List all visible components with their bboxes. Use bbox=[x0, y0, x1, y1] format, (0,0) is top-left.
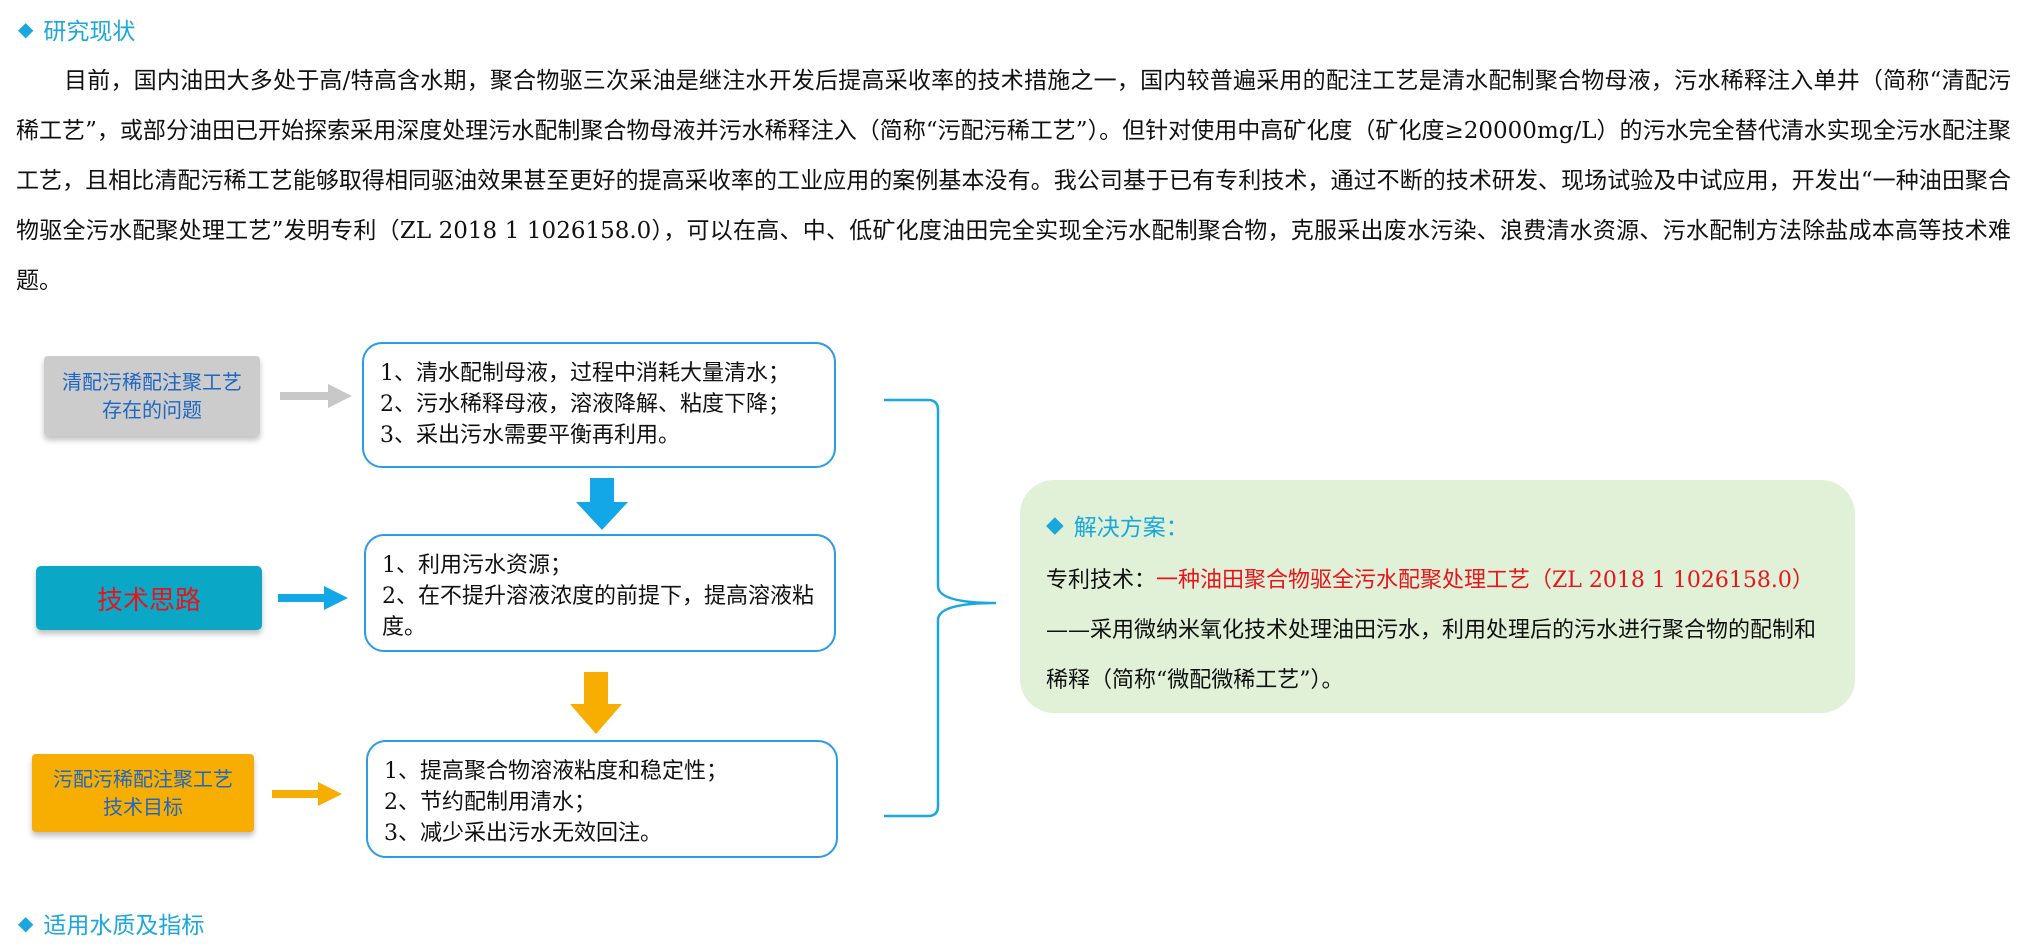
section-heading-water-quality: ◆ 适用水质及指标 bbox=[18, 906, 204, 940]
arrow-right-icon bbox=[280, 384, 352, 408]
problem-label: 清配污稀配注聚工艺 存在的问题 bbox=[44, 356, 260, 436]
solution-title-text: 解决方案： bbox=[1073, 515, 1189, 541]
goal-item: 2、节约配制用清水； bbox=[384, 790, 596, 815]
solution-panel: ◆ 解决方案： 专利技术：一种油田聚合物驱全污水配聚处理工艺（ZL 2018 1… bbox=[1020, 480, 1855, 713]
intro-paragraph: 目前，国内油田大多处于高/特高含水期，聚合物驱三次采油是继注水开发后提高采收率的… bbox=[16, 68, 2011, 294]
section-title: 适用水质及指标 bbox=[43, 913, 205, 939]
right-brace bbox=[884, 398, 997, 818]
goal-label-line-1: 污配污稀配注聚工艺 bbox=[53, 767, 233, 791]
goal-box: 1、提高聚合物溶液粘度和稳定性； 2、节约配制用清水； 3、减少采出污水无效回注… bbox=[366, 740, 838, 858]
diamond-icon: ◆ bbox=[1046, 512, 1064, 538]
problem-label-line-1: 清配污稀配注聚工艺 bbox=[62, 370, 242, 394]
goal-label: 污配污稀配注聚工艺 技术目标 bbox=[32, 754, 254, 832]
patent-line: 专利技术：一种油田聚合物驱全污水配聚处理工艺（ZL 2018 1 1026158… bbox=[1046, 556, 1829, 606]
diamond-icon: ◆ bbox=[18, 17, 34, 41]
problem-item: 2、污水稀释母液，溶液降解、粘度下降； bbox=[380, 392, 790, 417]
idea-item: 2、在不提升溶液浓度的前提下，提高溶液粘度。 bbox=[382, 584, 814, 640]
idea-box: 1、利用污水资源； 2、在不提升溶液浓度的前提下，提高溶液粘度。 bbox=[364, 534, 836, 652]
arrow-down-icon bbox=[570, 672, 622, 734]
problem-item: 3、采出污水需要平衡再利用。 bbox=[380, 423, 680, 448]
idea-label-text: 技术思路 bbox=[96, 585, 201, 616]
solution-title: ◆ 解决方案： bbox=[1046, 508, 1829, 542]
patent-prefix: 专利技术： bbox=[1046, 568, 1157, 593]
idea-item: 1、利用污水资源； bbox=[382, 553, 572, 578]
arrow-down-icon bbox=[576, 478, 628, 530]
idea-label: 技术思路 bbox=[36, 566, 262, 630]
section-heading-research-status: ◆ 研究现状 bbox=[18, 12, 135, 46]
patent-name: 一种油田聚合物驱全污水配聚处理工艺（ZL 2018 1 1026158.0） bbox=[1156, 568, 1814, 593]
section-title: 研究现状 bbox=[43, 19, 136, 45]
solution-description: ——采用微纳米氧化技术处理油田污水，利用处理后的污水进行聚合物的配制和稀释（简称… bbox=[1046, 618, 1817, 693]
goal-item: 3、减少采出污水无效回注。 bbox=[384, 821, 662, 846]
problem-item: 1、清水配制母液，过程中消耗大量清水； bbox=[380, 361, 790, 386]
problem-label-line-2: 存在的问题 bbox=[102, 398, 202, 422]
arrow-right-icon bbox=[272, 782, 342, 806]
diamond-icon: ◆ bbox=[18, 911, 34, 935]
arrow-right-icon bbox=[278, 586, 348, 610]
problem-box: 1、清水配制母液，过程中消耗大量清水； 2、污水稀释母液，溶液降解、粘度下降； … bbox=[362, 342, 836, 468]
goal-item: 1、提高聚合物溶液粘度和稳定性； bbox=[384, 759, 728, 784]
goal-label-line-2: 技术目标 bbox=[103, 795, 183, 819]
